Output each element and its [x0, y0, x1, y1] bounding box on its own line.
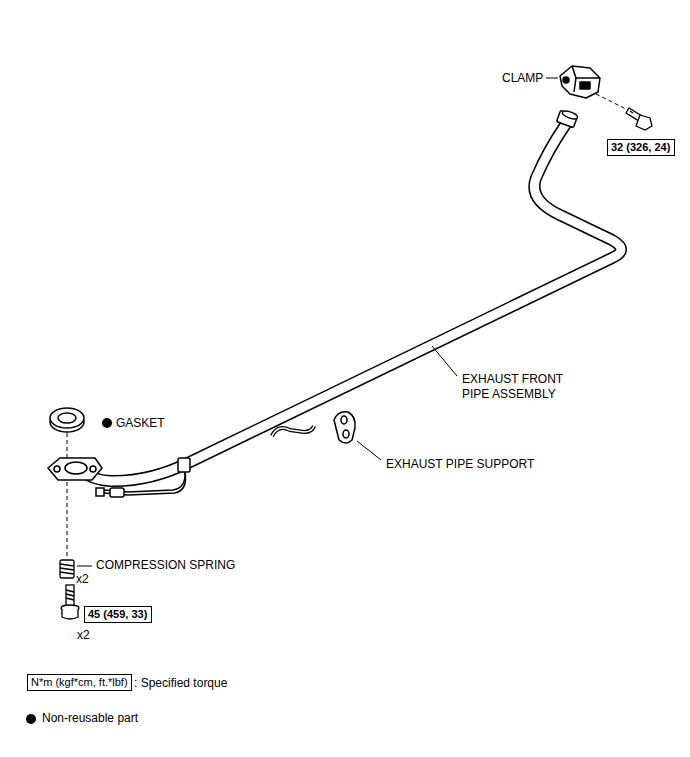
gasket-part: [58, 413, 76, 423]
pipe-support: [334, 412, 355, 443]
clamp-part: [580, 82, 590, 89]
bolt-symbol: [66, 590, 74, 592]
assembly-line: [67, 433, 68, 458]
clamp-part: [572, 66, 600, 78]
pipe-flange: [65, 462, 87, 474]
clamp-part: [563, 77, 569, 83]
leader-line: [432, 346, 457, 376]
sensor-wire: [110, 488, 124, 497]
non-reusable-mark: [26, 714, 36, 724]
exhaust-pipe: [80, 124, 621, 481]
bolt-symbol: [636, 115, 652, 130]
pipe-flange: [48, 458, 102, 480]
exhaust-pipe: [80, 124, 621, 481]
leader-line: [77, 566, 92, 567]
sensor-wire: [96, 458, 190, 497]
sensor-wire: [96, 488, 104, 496]
assembly-line: [596, 94, 630, 111]
quantity-label: x2: [77, 628, 90, 643]
gasket-part: [50, 408, 84, 428]
torque-value: N*m (kgf*cm, ft.*lbf): [31, 676, 128, 688]
assembly-line: [67, 482, 68, 556]
non-reusable-mark: [102, 418, 112, 428]
pipe-flange: [48, 458, 102, 480]
leader-line: [357, 441, 381, 460]
bolt-symbol: [66, 598, 74, 600]
torque-box: 32 (326, 24): [607, 139, 675, 156]
part-label: GASKET: [116, 416, 165, 431]
clamp-part: [560, 66, 600, 98]
pipe-flange: [90, 466, 96, 472]
bolt-symbol: [62, 609, 78, 619]
leader-line: [546, 78, 558, 79]
pipe-bracket: [272, 426, 314, 436]
spring-part: [60, 572, 74, 574]
spring-part: [60, 560, 74, 578]
part-label: EXHAUST PIPE SUPPORT: [386, 457, 534, 472]
spring-part: [60, 560, 74, 578]
torque-legend-box: N*m (kgf*cm, ft.*lbf): [27, 674, 132, 691]
part-label: COMPRESSION SPRING: [96, 558, 235, 573]
pipe-end-collar: [561, 109, 578, 120]
pipe-support: [334, 412, 355, 443]
bolt-symbol: [66, 585, 74, 607]
exhaust-pipe: [80, 124, 621, 481]
bolt-symbol: [61, 585, 79, 619]
clamp-part: [560, 66, 600, 98]
bolt-symbol: [626, 108, 652, 130]
spring-part: [60, 568, 74, 570]
pipe-bracket: [272, 426, 314, 436]
torque-value: 32 (326, 24): [611, 141, 670, 153]
part-label: EXHAUST FRONT PIPE ASSEMBLY: [462, 372, 582, 402]
pipe-flange: [54, 466, 60, 472]
assembly-line: [67, 433, 68, 556]
sensor-wire: [178, 458, 190, 472]
pipe-support: [341, 416, 347, 424]
bolt-symbol: [630, 111, 633, 113]
gasket-part: [50, 408, 84, 432]
spring-part: [60, 564, 74, 566]
torque-value: 45 (459, 33): [88, 608, 147, 620]
torque-box: 45 (459, 33): [84, 606, 152, 623]
clamp-part: [574, 78, 576, 92]
bolt-symbol: [66, 594, 74, 596]
part-label: Non-reusable part: [42, 711, 138, 726]
part-label: : Specified torque: [134, 676, 227, 691]
quantity-label: x2: [76, 572, 89, 587]
pipe-end-collar: [556, 109, 578, 127]
part-label: CLAMP: [502, 71, 543, 86]
pipe-support: [343, 430, 349, 438]
